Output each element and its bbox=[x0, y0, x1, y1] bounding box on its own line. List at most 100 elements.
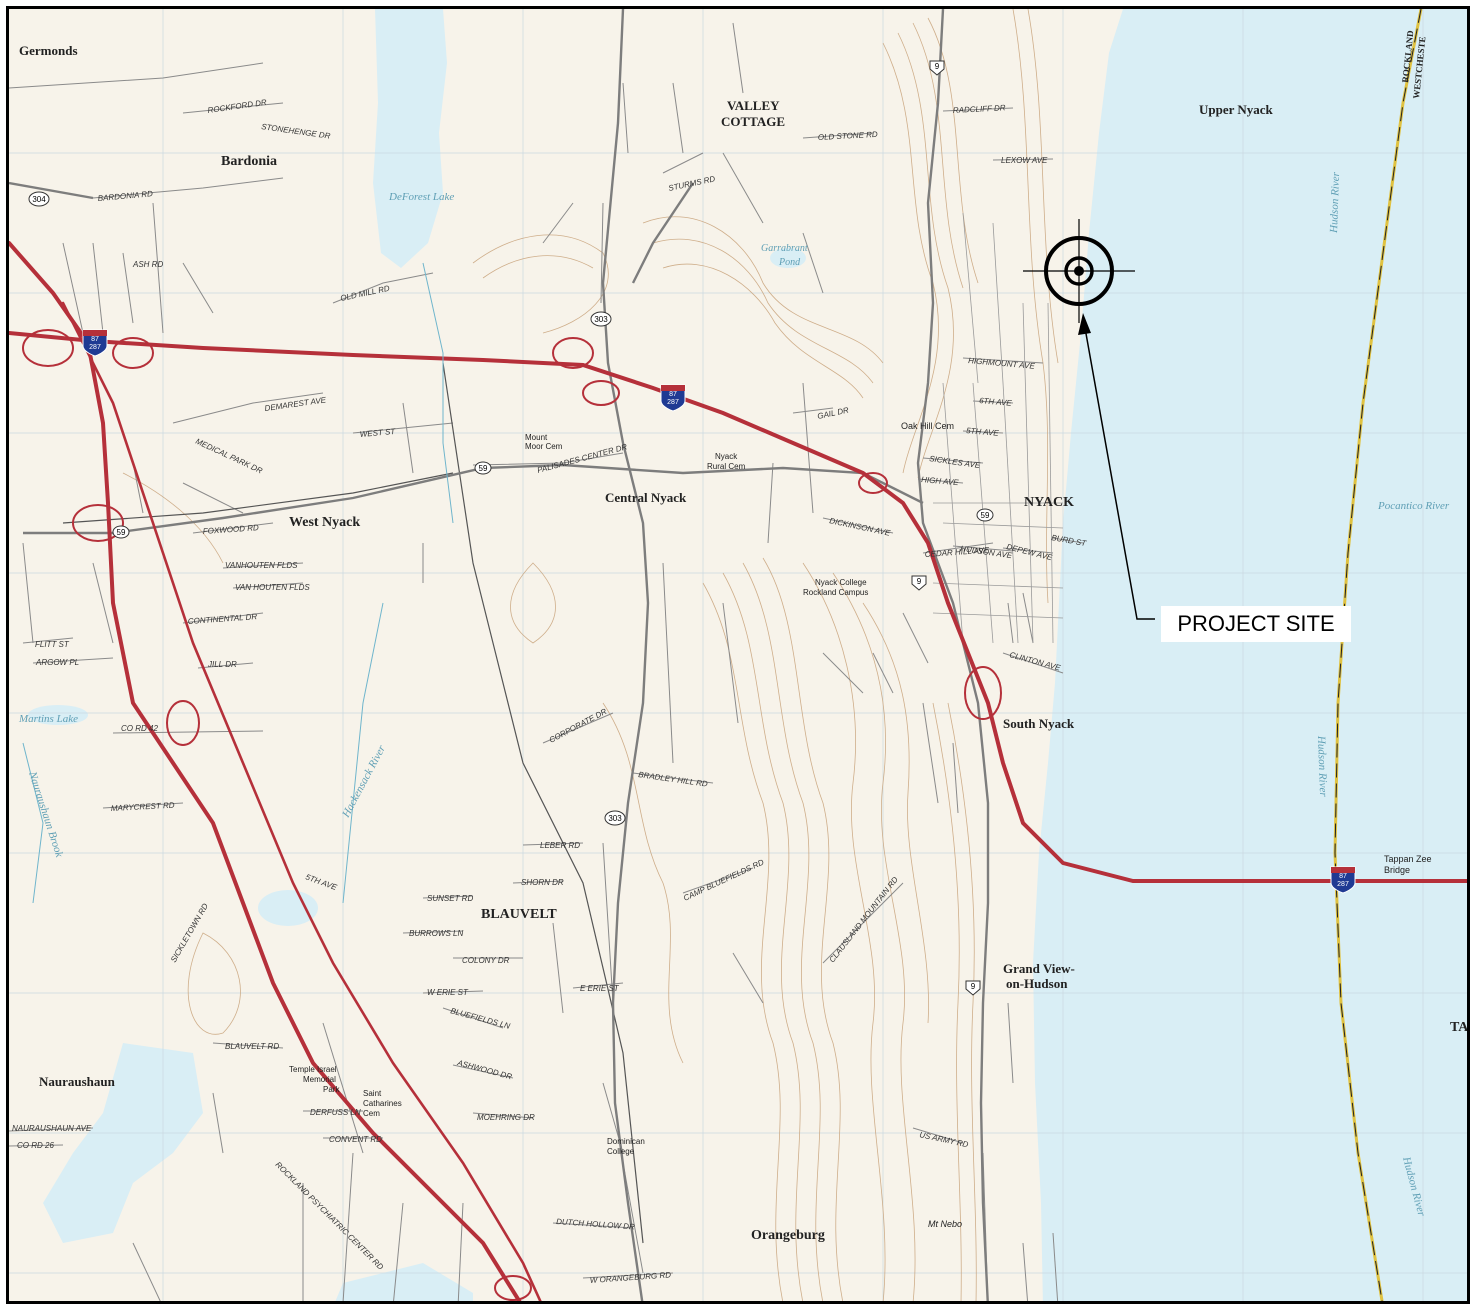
town-label-upper-nyack: Upper Nyack bbox=[1199, 102, 1274, 117]
road-label-jill-dr: JILL DR bbox=[207, 660, 237, 669]
place-label-tappan-zee: Tappan Zee bbox=[1384, 854, 1432, 864]
town-labels: Germonds Bardonia VALLEY COTTAGE Upper N… bbox=[19, 43, 1274, 1243]
water-label-pond: Pond bbox=[778, 257, 801, 268]
road-label-moehring-dr: MOEHRING DR bbox=[477, 1113, 535, 1122]
route-marker-us9-south: 9 bbox=[965, 980, 981, 996]
place-label-nyack-college: Nyack College bbox=[815, 578, 867, 587]
road-label-convent-rd: CONVENT RD bbox=[329, 1135, 382, 1144]
lake-blauvelt-water bbox=[258, 890, 318, 926]
map-grid bbox=[9, 9, 1467, 1301]
project-site-target-icon bbox=[1023, 219, 1135, 323]
town-label-bardonia: Bardonia bbox=[221, 154, 277, 169]
road-label-w-erie-st: W ERIE ST bbox=[427, 988, 469, 997]
place-label-rural-cem: Rural Cem bbox=[707, 462, 746, 471]
streams bbox=[22, 262, 454, 904]
town-label-valley: VALLEY bbox=[727, 98, 780, 113]
water-label-pocantico-river: Pocantico River bbox=[1377, 500, 1450, 512]
route-marker-303-south: 303 bbox=[604, 810, 626, 826]
topographic-map: Germonds Bardonia VALLEY COTTAGE Upper N… bbox=[9, 9, 1467, 1301]
road-label-derfuss-ln: DERFUSS LN bbox=[310, 1108, 361, 1117]
road-label-co-rd-42: CO RD 42 bbox=[121, 724, 158, 733]
road-label-flitt-st: FLITT ST bbox=[35, 640, 70, 649]
route-marker-303-north: 303 bbox=[590, 311, 612, 327]
road-label-argow-pl: ARGOW PL bbox=[35, 658, 79, 667]
route-marker-text: 303 bbox=[594, 315, 608, 324]
state-routes bbox=[9, 9, 990, 1301]
place-label-rockland-campus: Rockland Campus bbox=[803, 588, 868, 597]
place-label-mount: Mount bbox=[525, 433, 548, 442]
place-label-park: Park bbox=[323, 1085, 340, 1094]
water-label-martins-lake: Martins Lake bbox=[18, 713, 78, 725]
place-label-nyack: Nyack bbox=[715, 452, 738, 461]
place-label-moor-cem: Moor Cem bbox=[525, 442, 563, 451]
route-marker-text: 59 bbox=[981, 511, 990, 520]
shield-bottom-text: 287 bbox=[667, 399, 679, 406]
road-label-6th-ave: 6TH AVE bbox=[979, 396, 1013, 408]
town-label-west-nyack: West Nyack bbox=[289, 515, 360, 530]
town-label-south-nyack: South Nyack bbox=[1003, 716, 1075, 731]
shield-top-text: 87 bbox=[1339, 873, 1347, 880]
road-label-5th-ave: 5TH AVE bbox=[966, 426, 1000, 438]
project-site-callout: PROJECT SITE bbox=[1161, 606, 1351, 642]
interstate-shield-bridge: 87 287 bbox=[1330, 866, 1356, 894]
interstate-shield-center: 87 287 bbox=[660, 384, 686, 412]
water-label-hudson-river-2: Hudson River bbox=[1315, 735, 1329, 798]
road-label-old-stone-rd: OLD STONE RD bbox=[818, 130, 878, 142]
town-label-on-hudson: on-Hudson bbox=[1006, 976, 1068, 991]
interstate-shield-west: 87 287 bbox=[82, 329, 108, 357]
place-label-saint: Saint bbox=[363, 1089, 382, 1098]
town-label-blauvelt: BLAUVELT bbox=[481, 907, 557, 922]
railroads bbox=[62, 362, 644, 1244]
route-marker-text: 304 bbox=[32, 195, 46, 204]
lake-south-water bbox=[335, 1263, 473, 1301]
road-label-blauvelt-rd: BLAUVELT RD bbox=[225, 1042, 279, 1051]
place-label-college: College bbox=[607, 1147, 635, 1156]
route-marker-text: 9 bbox=[935, 62, 940, 71]
place-labels: Mount Moor Cem Nyack Rural Cem Oak Hill … bbox=[289, 29, 1467, 1229]
road-label-shorn-dr: SHORN DR bbox=[521, 878, 564, 887]
shield-bottom-text: 287 bbox=[89, 344, 101, 351]
shield-top-text: 87 bbox=[669, 391, 677, 398]
place-label-temple-israel: Temple Israel bbox=[289, 1065, 337, 1074]
town-label-nyack: NYACK bbox=[1024, 495, 1074, 510]
road-label-burrows-ln: BURROWS LN bbox=[409, 929, 463, 938]
project-site-label: PROJECT SITE bbox=[1177, 611, 1335, 636]
town-label-orangeburg: Orangeburg bbox=[751, 1228, 825, 1243]
road-label-ash-rd: ASH RD bbox=[132, 260, 163, 269]
route-marker-59-west: 59 bbox=[112, 525, 130, 539]
place-label-cem: Cem bbox=[363, 1109, 380, 1118]
local-roads bbox=[9, 22, 1084, 1301]
road-label-marycrest-rd: MARYCREST RD bbox=[111, 801, 175, 813]
martins-lake-water bbox=[28, 705, 88, 725]
town-label-grand-view: Grand View- bbox=[1003, 961, 1075, 976]
shield-top-text: 87 bbox=[91, 336, 99, 343]
road-label-radcliff-dr: RADCLIFF DR bbox=[953, 103, 1006, 115]
route-marker-59-center: 59 bbox=[474, 461, 492, 475]
water-label-deforest-lake: DeForest Lake bbox=[388, 191, 454, 203]
route-marker-text: 59 bbox=[117, 528, 126, 537]
route-marker-text: 9 bbox=[917, 577, 922, 586]
road-label-van-houten-flds: VAN HOUTEN FLDS bbox=[235, 583, 310, 592]
route-marker-59-nyack: 59 bbox=[976, 508, 994, 522]
hudson-river-water bbox=[1033, 9, 1467, 1301]
road-label-vanhouten-flds: VANHOUTEN FLDS bbox=[225, 561, 298, 570]
interstate-highways bbox=[9, 241, 1467, 1301]
road-label-foxwood-rd: FOXWOOD RD bbox=[203, 523, 260, 536]
town-label-nauraushaun: Nauraushaun bbox=[39, 1074, 116, 1089]
water-label-garrabrant: Garrabrant bbox=[761, 243, 808, 254]
town-label-germonds: Germonds bbox=[19, 43, 78, 58]
garrabrant-pond-water bbox=[770, 248, 806, 268]
place-label-memorial: Memorial bbox=[303, 1075, 336, 1084]
water-label-hudson-river-1: Hudson River bbox=[1328, 171, 1342, 234]
route-markers: 303 303 59 59 59 304 9 9 9 bbox=[28, 60, 994, 996]
place-label-catharines: Catharines bbox=[363, 1099, 402, 1108]
route-marker-us9-center: 9 bbox=[911, 575, 927, 591]
shield-bottom-text: 287 bbox=[1337, 881, 1349, 888]
town-label-central-nyack: Central Nyack bbox=[605, 490, 687, 505]
place-label-bridge: Bridge bbox=[1384, 865, 1410, 875]
road-label-high-ave: HIGH AVE bbox=[921, 475, 960, 487]
road-label-colony-dr: COLONY DR bbox=[462, 956, 510, 965]
road-label-nauraushaun-ave: NAURAUSHAUN AVE bbox=[12, 1124, 92, 1133]
route-marker-text: 9 bbox=[971, 982, 976, 991]
town-label-cottage: COTTAGE bbox=[721, 114, 785, 129]
